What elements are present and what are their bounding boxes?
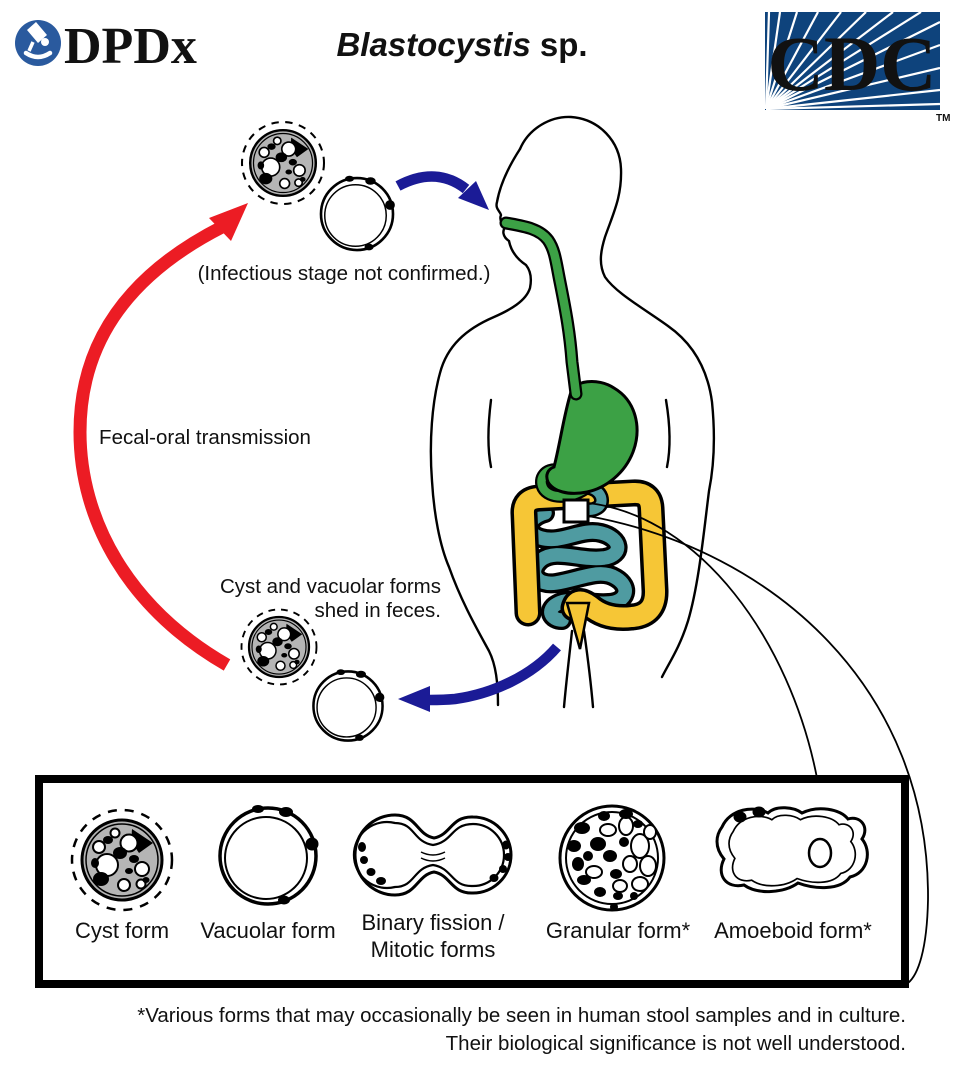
shed-label-line2: shed in feces.	[315, 599, 442, 622]
excretion-arrow-shaft	[429, 643, 561, 706]
transmission-arrowhead	[209, 203, 248, 241]
fecal-oral-transmission-arrow	[73, 203, 248, 671]
ingested-stage	[240, 120, 489, 252]
digestive-tract	[499, 216, 669, 650]
granular-form-label: Granular form*	[546, 918, 691, 943]
human-figure	[429, 115, 929, 984]
amoeboid-form-label: Amoeboid form*	[714, 918, 872, 943]
cdc-wordmark: CDC	[768, 20, 937, 107]
ingestion-arrowhead	[458, 181, 489, 210]
cdc-trademark: TM	[936, 113, 950, 124]
shed-stage	[240, 608, 561, 743]
human-waist-contour-right	[664, 398, 671, 469]
cdc-logo-rays	[765, 12, 940, 110]
microscope-icon	[23, 22, 53, 60]
esophagus	[501, 218, 581, 399]
forms-inset-panel: Cyst form Vacuolar form Binary fission /…	[35, 775, 909, 988]
vacuolar-form-illustration-bottom	[312, 668, 386, 743]
magnified-site-square	[562, 498, 590, 524]
human-waist-contour-left	[487, 398, 493, 469]
transmission-arc	[73, 221, 231, 671]
binary-fission-label-line1: Binary fission /	[361, 910, 505, 935]
footnote-line1: *Various forms that may occasionally be …	[137, 1004, 906, 1027]
cyst-form-illustration-top	[240, 120, 326, 206]
vacuolar-form-label: Vacuolar form	[200, 918, 335, 943]
callout-line-lower	[587, 515, 929, 984]
rectum	[565, 601, 591, 650]
human-outline-back	[518, 115, 716, 679]
ingestion-arrow-shaft	[395, 171, 470, 194]
human-leg-line-right	[582, 629, 595, 709]
cyst-form-label: Cyst form	[75, 918, 169, 943]
granular-form-illustration-panel	[558, 804, 666, 913]
dpdx-wordmark: DPDx	[64, 18, 197, 75]
cyst-form-illustration-bottom	[240, 608, 318, 686]
infectious-stage-note: (Infectious stage not confirmed.)	[198, 262, 491, 285]
stomach	[545, 380, 639, 495]
callout-line-upper	[587, 502, 818, 779]
human-outline-front	[429, 147, 532, 707]
cdc-logo: CDC TM	[765, 12, 950, 124]
vacuolar-form-illustration-top	[319, 174, 397, 252]
transmission-label: Fecal-oral transmission	[99, 426, 311, 449]
shed-label-line1: Cyst and vacuolar forms	[220, 575, 441, 598]
excretion-arrowhead	[398, 686, 430, 712]
dpdx-logo: DPDx	[15, 18, 197, 75]
binary-fission-label-line2: Mitotic forms	[371, 937, 496, 962]
human-leg-line-left	[562, 629, 574, 709]
footnote-line2: Their biological significance is not wel…	[446, 1032, 906, 1055]
amoeboid-form-illustration-panel	[715, 805, 869, 894]
